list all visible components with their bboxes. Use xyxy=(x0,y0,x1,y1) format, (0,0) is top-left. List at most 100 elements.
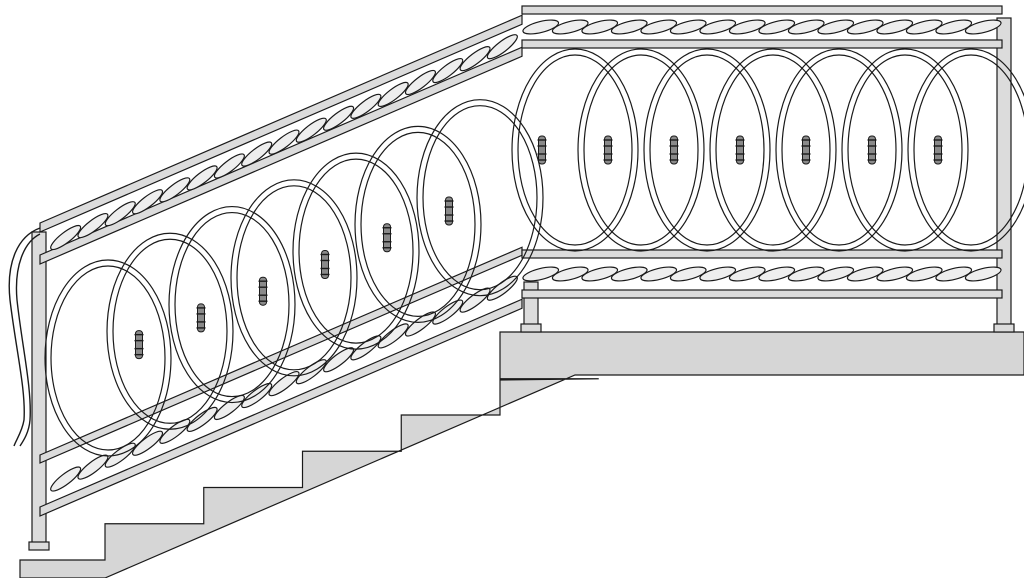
rope-link xyxy=(876,266,914,282)
staircase xyxy=(19,331,1024,578)
ring-inner xyxy=(298,158,414,344)
rope-link xyxy=(817,266,855,282)
ring-panels xyxy=(44,48,1024,457)
rope-link xyxy=(213,394,245,421)
level-collar xyxy=(933,135,943,165)
rope-link xyxy=(377,81,409,108)
rope-link xyxy=(104,201,136,227)
rope-link xyxy=(787,19,825,35)
sloped-collar xyxy=(258,276,268,306)
rails xyxy=(39,5,1003,517)
rope-link xyxy=(758,266,796,282)
ring-outer xyxy=(168,205,296,404)
collar-body xyxy=(445,196,453,226)
scroll-outer xyxy=(8,227,41,447)
collar-body xyxy=(670,135,678,165)
twisted-rope-bands xyxy=(50,19,1002,492)
rope-link xyxy=(159,177,191,203)
rope-link xyxy=(640,19,678,35)
collar-body xyxy=(802,135,810,165)
collar-body xyxy=(135,330,143,360)
rope-link xyxy=(268,129,300,155)
rope-link xyxy=(323,105,355,131)
rope-link xyxy=(432,299,464,325)
rope-link xyxy=(131,189,164,215)
rope-link xyxy=(935,19,973,35)
right-post-foot xyxy=(993,323,1015,333)
left-post xyxy=(31,231,47,549)
collar-body xyxy=(736,135,744,165)
rope-link xyxy=(50,466,82,492)
level-upper-ring-rail xyxy=(521,39,1003,49)
left-post-foot xyxy=(28,541,50,551)
rope-link xyxy=(186,406,218,433)
rope-link xyxy=(669,19,707,35)
rope-link xyxy=(50,224,82,251)
sloped-collar xyxy=(444,196,454,226)
rope-link xyxy=(213,153,245,179)
rope-link xyxy=(610,19,648,35)
rope-link xyxy=(817,19,855,35)
rope-link xyxy=(241,141,273,167)
rope-link xyxy=(610,266,648,282)
ring-inner xyxy=(50,265,166,451)
rope-link xyxy=(905,19,943,35)
rope-link xyxy=(728,266,766,282)
rope-link xyxy=(350,93,382,119)
sloped-bottom-rail xyxy=(39,298,523,517)
rope-link xyxy=(758,19,796,35)
level-handrail xyxy=(521,5,1003,15)
rope-link xyxy=(935,266,973,282)
collar-body xyxy=(934,135,942,165)
rope-link xyxy=(640,266,678,282)
collar-body xyxy=(197,303,205,333)
collar-body xyxy=(383,223,391,253)
ring-inner xyxy=(781,54,897,246)
ring-outer xyxy=(775,48,903,252)
rope-link xyxy=(522,266,560,282)
rope-link xyxy=(551,19,589,35)
level-ring-panel xyxy=(511,48,1024,252)
ring-inner xyxy=(583,54,699,246)
ring-outer xyxy=(643,48,771,252)
ring-outer xyxy=(416,99,544,297)
rope-link xyxy=(699,19,737,35)
rope-link xyxy=(159,418,191,444)
rope-link xyxy=(377,323,409,349)
sloped-lower-ring-rail xyxy=(39,246,523,464)
collar-body xyxy=(868,135,876,165)
ring-outer xyxy=(709,48,837,252)
ring-inner xyxy=(360,131,476,317)
ring-outer xyxy=(292,152,420,350)
ring-outer xyxy=(841,48,969,252)
level-collar xyxy=(537,135,547,165)
ring-inner xyxy=(422,105,538,291)
ring-inner xyxy=(649,54,765,246)
level-collar xyxy=(603,135,613,165)
level-collar xyxy=(801,135,811,165)
rope-link xyxy=(905,266,943,282)
level-upper-rope xyxy=(522,19,1002,35)
ring-outer xyxy=(44,259,172,457)
rope-link xyxy=(581,266,619,282)
rope-link xyxy=(846,19,884,35)
rope-link xyxy=(268,371,300,397)
ring-inner xyxy=(112,238,228,424)
rope-link xyxy=(459,46,491,72)
rope-link xyxy=(295,117,327,143)
ring-inner xyxy=(913,54,1024,246)
middle-post-foot xyxy=(520,323,542,333)
rope-link xyxy=(846,266,884,282)
ring-outer xyxy=(511,48,639,252)
sloped-collar xyxy=(134,330,144,360)
rope-link xyxy=(522,19,560,35)
rope-link xyxy=(581,19,619,35)
sloped-lower-rope xyxy=(50,275,518,492)
rope-link xyxy=(186,165,218,191)
sloped-handrail xyxy=(39,14,523,233)
sloped-ring-panel xyxy=(44,99,544,457)
middle-post xyxy=(523,281,539,331)
rope-link xyxy=(787,266,825,282)
rope-link xyxy=(669,266,707,282)
